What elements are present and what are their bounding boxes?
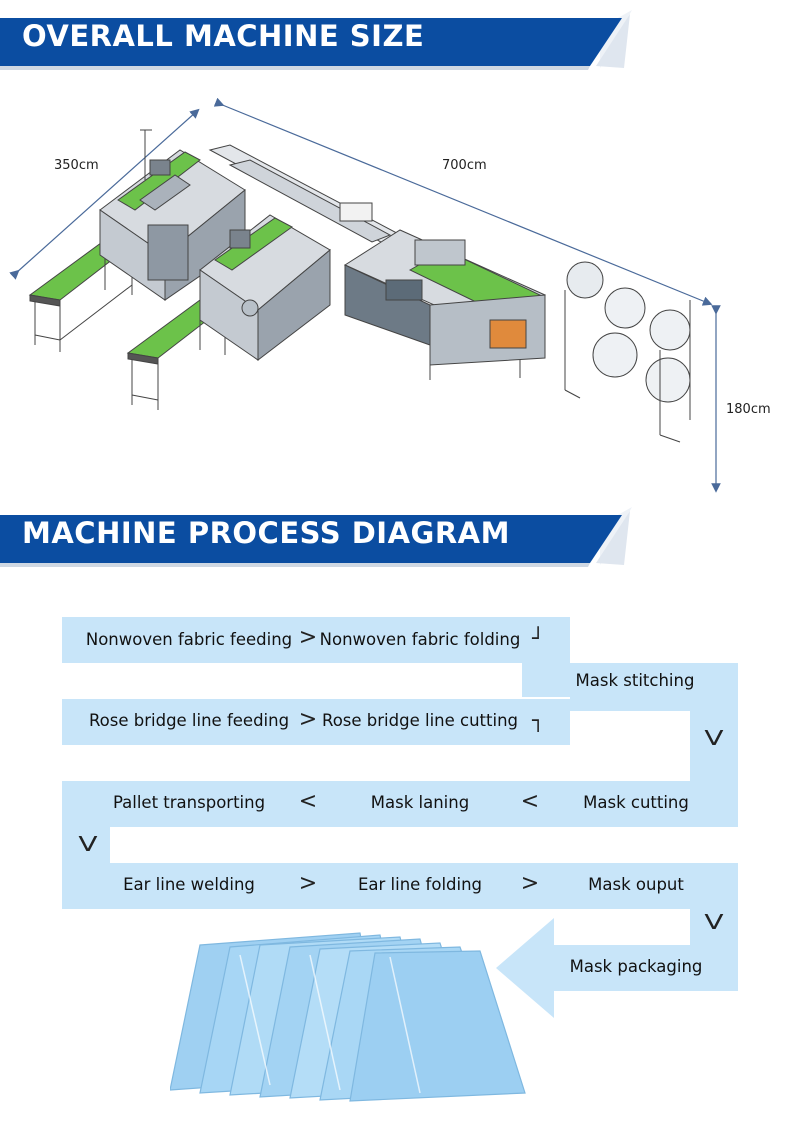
step-mask-laning: Mask laning [370, 793, 470, 812]
packaging-arrow [496, 918, 566, 1018]
section-banner-process-diagram: MACHINE PROCESS DIAGRAM [0, 505, 640, 585]
banner-shape [0, 507, 632, 567]
process-connector-left [62, 827, 110, 863]
flow-arrow-right: > [298, 871, 318, 896]
process-connector-right-2 [690, 909, 738, 945]
section-banner-machine-size: OVERALL MACHINE SIZE [0, 8, 640, 88]
step-mask-cutting: Mask cutting [583, 793, 689, 812]
step-ear-line-welding: Ear line welding [123, 875, 255, 894]
flow-arrow-right: > [298, 707, 318, 732]
second-machine-body [199, 214, 331, 362]
banner-shape [0, 10, 632, 70]
flow-arrow-right: > [520, 871, 540, 896]
process-row-1 [62, 617, 570, 663]
banner-title: OVERALL MACHINE SIZE [22, 19, 425, 53]
depth-dimension-line [9, 108, 200, 280]
process-row-5 [62, 863, 738, 909]
step-pallet-transporting: Pallet transporting [112, 793, 266, 812]
mask-stack-image [170, 932, 526, 1102]
step-mask-output: Mask ouput [588, 875, 684, 894]
middle-machine [343, 229, 547, 380]
flow-arrow-left: < [520, 789, 540, 814]
step-rose-bridge-line-cutting: Rose bridge line cutting [321, 711, 519, 730]
length-label: 700cm [442, 158, 487, 173]
step-nonwoven-fabric-feeding: Nonwoven fabric feeding [85, 630, 293, 649]
step-mask-packaging: Mask packaging [569, 957, 703, 976]
process-connector-right [690, 711, 738, 781]
transfer-conveyor [208, 144, 412, 249]
flow-arrow-right: > [298, 625, 318, 650]
depth-label: 350cm [54, 158, 99, 173]
flow-corner-icon: ┘ [531, 626, 545, 650]
flow-corner-icon: ┐ [531, 708, 545, 732]
process-row-6 [555, 945, 738, 991]
step-nonwoven-fabric-folding: Nonwoven fabric folding [319, 630, 521, 649]
flow-arrow-down: V [704, 726, 724, 750]
step-rose-bridge-line-feeding: Rose bridge line feeding [88, 711, 290, 730]
machine-illustration [9, 97, 721, 493]
left-machine-body [99, 129, 246, 301]
banner-title: MACHINE PROCESS DIAGRAM [22, 516, 510, 550]
step-ear-line-folding: Ear line folding [357, 875, 483, 894]
process-row-2-bottom [570, 697, 738, 711]
process-row-3 [62, 699, 570, 745]
height-label: 180cm [726, 402, 771, 417]
process-row-2-top [522, 663, 738, 697]
step-mask-stitching: Mask stitching [575, 671, 695, 690]
length-dimension-line [213, 97, 713, 306]
process-row-4 [62, 781, 738, 827]
flow-arrow-left: < [298, 789, 318, 814]
flow-arrow-down: V [704, 910, 724, 934]
reel-stand [564, 261, 691, 443]
flow-arrow-down: V [78, 832, 98, 856]
